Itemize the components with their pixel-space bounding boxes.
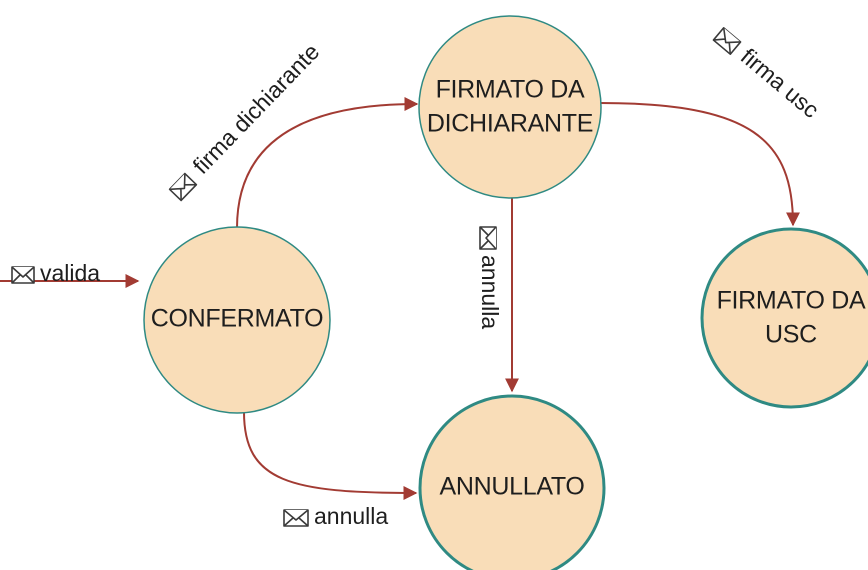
transitions <box>0 97 800 500</box>
label-annulla-bottom-text: annulla <box>314 503 388 529</box>
state-firmato-da-usc-circle <box>700 227 868 409</box>
edge-firma-usc <box>599 102 800 227</box>
label-annulla-bottom: annulla <box>283 503 388 529</box>
state-firmato-da-dichiarante-label-line1: FIRMATO DA <box>436 76 585 104</box>
label-firma-usc: firma usc <box>712 27 824 123</box>
envelope-icon <box>11 266 35 284</box>
label-firma-dichiarante: firma dichiarante <box>168 38 325 202</box>
envelope-icon <box>479 226 497 250</box>
state-annullato-label: ANNULLATO <box>439 473 584 501</box>
edge-annulla-bottom <box>243 411 418 500</box>
state-firmato-da-dichiarante-label-line2: DICHIARANTE <box>427 110 593 138</box>
label-valida: valida <box>11 260 100 286</box>
envelope-icon <box>712 27 742 55</box>
state-firmato-da-dichiarante: FIRMATO DA DICHIARANTE <box>418 15 602 199</box>
state-firmato-da-usc: FIRMATO DA USC <box>700 227 868 409</box>
label-valida-text: valida <box>40 260 100 286</box>
label-firma-usc-text: firma usc <box>736 43 824 123</box>
state-confermato-circle <box>143 226 331 414</box>
label-annulla-vertical-text: annulla <box>477 255 503 329</box>
state-confermato: CONFERMATO <box>143 226 331 414</box>
state-firmato-da-usc-label-line2: USC <box>765 321 817 349</box>
edge-firma-dichiarante <box>236 97 419 229</box>
envelope-icon <box>283 509 309 527</box>
state-annullato-circle <box>418 394 606 570</box>
envelope-icon <box>168 172 198 202</box>
state-firmato-da-dichiarante-circle <box>418 15 602 199</box>
label-firma-dichiarante-text: firma dichiarante <box>188 38 325 178</box>
state-firmato-da-usc-label-line1: FIRMATO DA <box>717 287 866 315</box>
state-annullato: ANNULLATO <box>418 394 606 570</box>
label-annulla-vertical: annulla <box>477 226 503 329</box>
state-confermato-label: CONFERMATO <box>151 305 323 333</box>
